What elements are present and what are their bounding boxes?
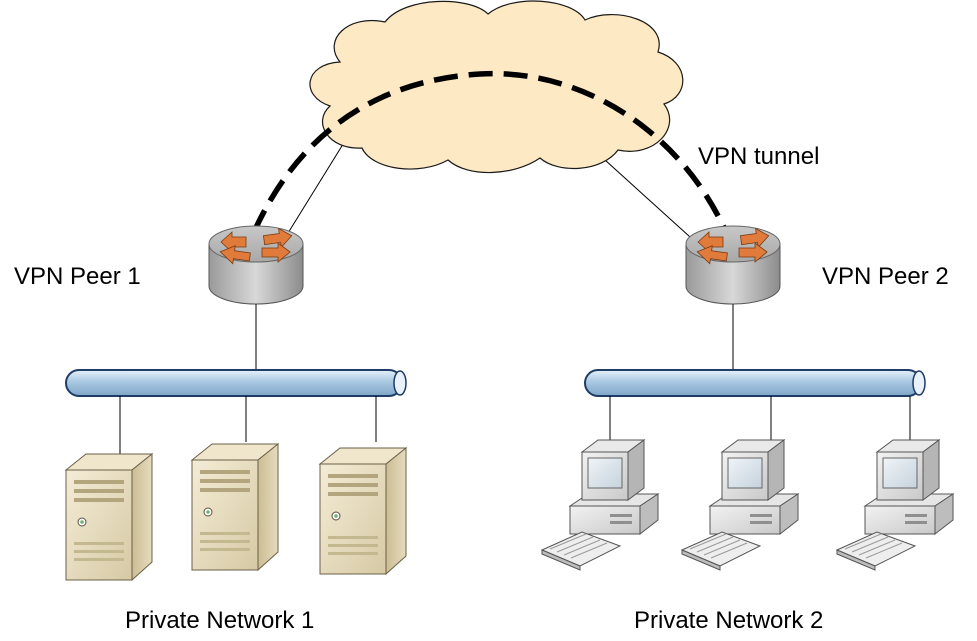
desktop-computer-icon (836, 439, 954, 571)
ethernet-bus-icon-network2 (584, 369, 926, 397)
ethernet-bus-icon-network1 (65, 369, 407, 397)
cloud-icon (309, 0, 684, 174)
server-tower-icon (319, 447, 407, 575)
desktop-computer-icon (541, 439, 659, 571)
vpn-peer1-label: VPN Peer 1 (14, 263, 141, 290)
router-icon-peer1 (208, 225, 304, 305)
private-network1-label: Private Network 1 (125, 607, 314, 634)
private-network2-label: Private Network 2 (634, 607, 823, 634)
server-tower-icon (65, 453, 153, 581)
cloud-to-peer2-link (604, 159, 701, 247)
server-tower-icon (191, 443, 279, 571)
vpn-peer2-label: VPN Peer 2 (822, 263, 949, 290)
vpn-tunnel-path (251, 70, 729, 234)
desktop-computer-icon (681, 439, 799, 571)
router-icon-peer2 (685, 225, 781, 305)
vpn-tunnel-label: VPN tunnel (698, 143, 819, 170)
network1-drop-lines (119, 396, 377, 458)
network2-drop-lines (609, 396, 911, 440)
